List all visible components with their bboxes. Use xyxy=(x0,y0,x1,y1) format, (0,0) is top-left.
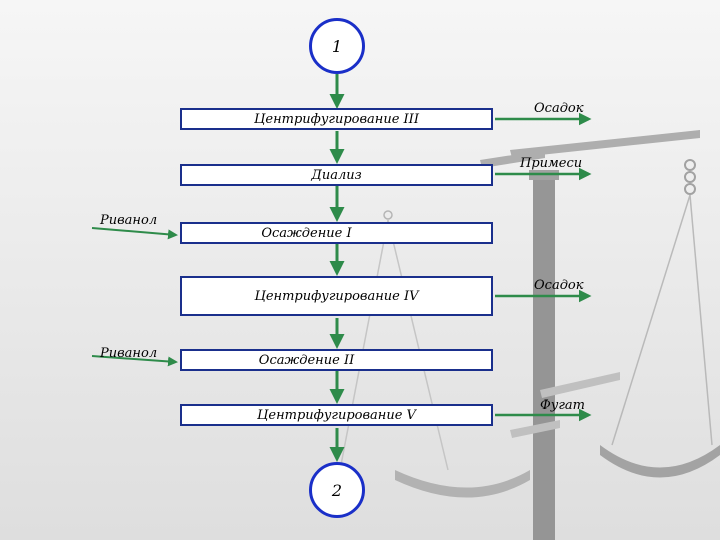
step-centrifugation-5: Центрифугирование V xyxy=(180,404,493,426)
end-node-label: 2 xyxy=(331,480,343,500)
step-dialysis: Диализ xyxy=(180,164,493,186)
arrow-input-rivanol-2 xyxy=(91,355,178,367)
step-precipitation-1: Осаждение I xyxy=(180,222,493,244)
output-label-osadok-2: Осадок xyxy=(534,278,584,293)
end-node: 2 xyxy=(309,462,365,518)
input-label-rivanol-2: Риванол xyxy=(100,346,158,361)
arrow-input-rivanol-1 xyxy=(91,227,178,240)
output-label-osadok-1: Осадок xyxy=(534,101,584,116)
step-label: Центрифугирование V xyxy=(257,407,416,423)
step-label: Диализ xyxy=(311,167,362,183)
step-label: Центрифугирование III xyxy=(254,111,419,127)
step-label: Осаждение II xyxy=(258,352,355,368)
step-label: Центрифугирование IV xyxy=(254,288,419,304)
step-centrifugation-4: Центрифугирование IV xyxy=(180,276,493,316)
step-precipitation-2: Осаждение II xyxy=(180,349,493,371)
step-label: Осаждение I xyxy=(261,225,352,241)
output-label-primesi: Примеси xyxy=(520,156,583,171)
scales-decoration xyxy=(339,130,720,540)
input-label-rivanol-1: Риванол xyxy=(100,213,158,228)
step-centrifugation-3: Центрифугирование III xyxy=(180,108,493,130)
start-node-label: 1 xyxy=(331,36,343,56)
start-node: 1 xyxy=(309,18,365,74)
output-label-fugat: Фугат xyxy=(540,398,585,413)
